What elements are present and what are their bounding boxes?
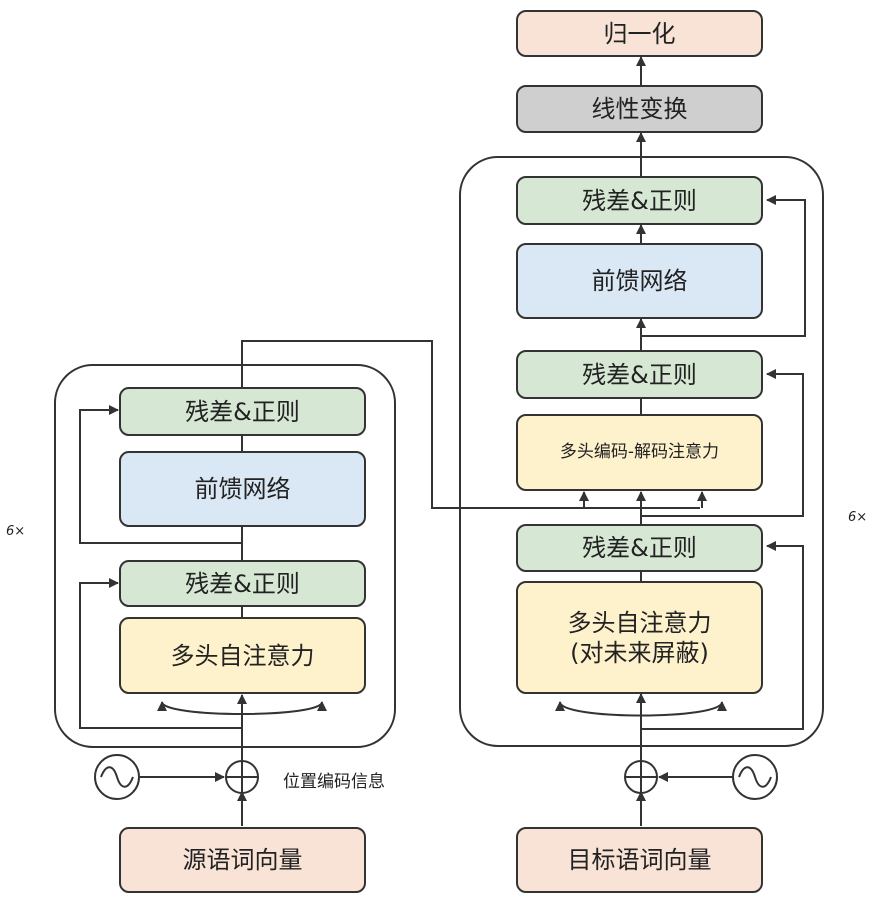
- encoder-residual-1: [79, 578, 242, 729]
- encoder-output-line: [241, 340, 700, 509]
- decoder-addnorm-top: 残差&正则: [516, 176, 763, 225]
- decoder-linear: 线性变换: [516, 85, 763, 133]
- decoder-normalize: 归一化: [516, 10, 763, 57]
- decoder-repeat-label: 6×: [848, 510, 868, 525]
- encoder-qkv-curve: [157, 701, 327, 715]
- decoder-residual-2: [641, 369, 804, 517]
- masked-attention-line1: 多头自注意力: [567, 608, 712, 637]
- decoder-residual-3: [641, 195, 806, 337]
- positional-encoding-label: 位置编码信息: [283, 772, 385, 792]
- decoder-addnorm-mid: 残差&正则: [516, 350, 763, 399]
- encoder-residual-2: [79, 405, 242, 544]
- decoder-input-embedding: 目标语词向量: [516, 827, 763, 893]
- decoder-cross-attention: 多头编码-解码注意力: [516, 414, 763, 491]
- encoder-addnorm-top: 残差&正则: [119, 387, 366, 436]
- encoder-container: [54, 364, 396, 748]
- encoder-addnorm-bottom: 残差&正则: [119, 560, 366, 607]
- encoder-input-embedding: 源语词向量: [119, 827, 366, 893]
- masked-attention-line2: (对未来屏蔽): [570, 638, 709, 667]
- encoder-ffn: 前馈网络: [119, 451, 366, 527]
- decoder-addnorm-bottom: 残差&正则: [516, 524, 763, 572]
- decoder-residual-1: [641, 541, 804, 730]
- encoder-self-attention: 多头自注意力: [119, 617, 366, 694]
- decoder-masked-self-attention: 多头自注意力 (对未来屏蔽): [516, 581, 763, 694]
- decoder-ffn: 前馈网络: [516, 243, 763, 319]
- decoder-qkv-curve: [555, 701, 727, 717]
- encoder-repeat-label: 6×: [6, 524, 26, 539]
